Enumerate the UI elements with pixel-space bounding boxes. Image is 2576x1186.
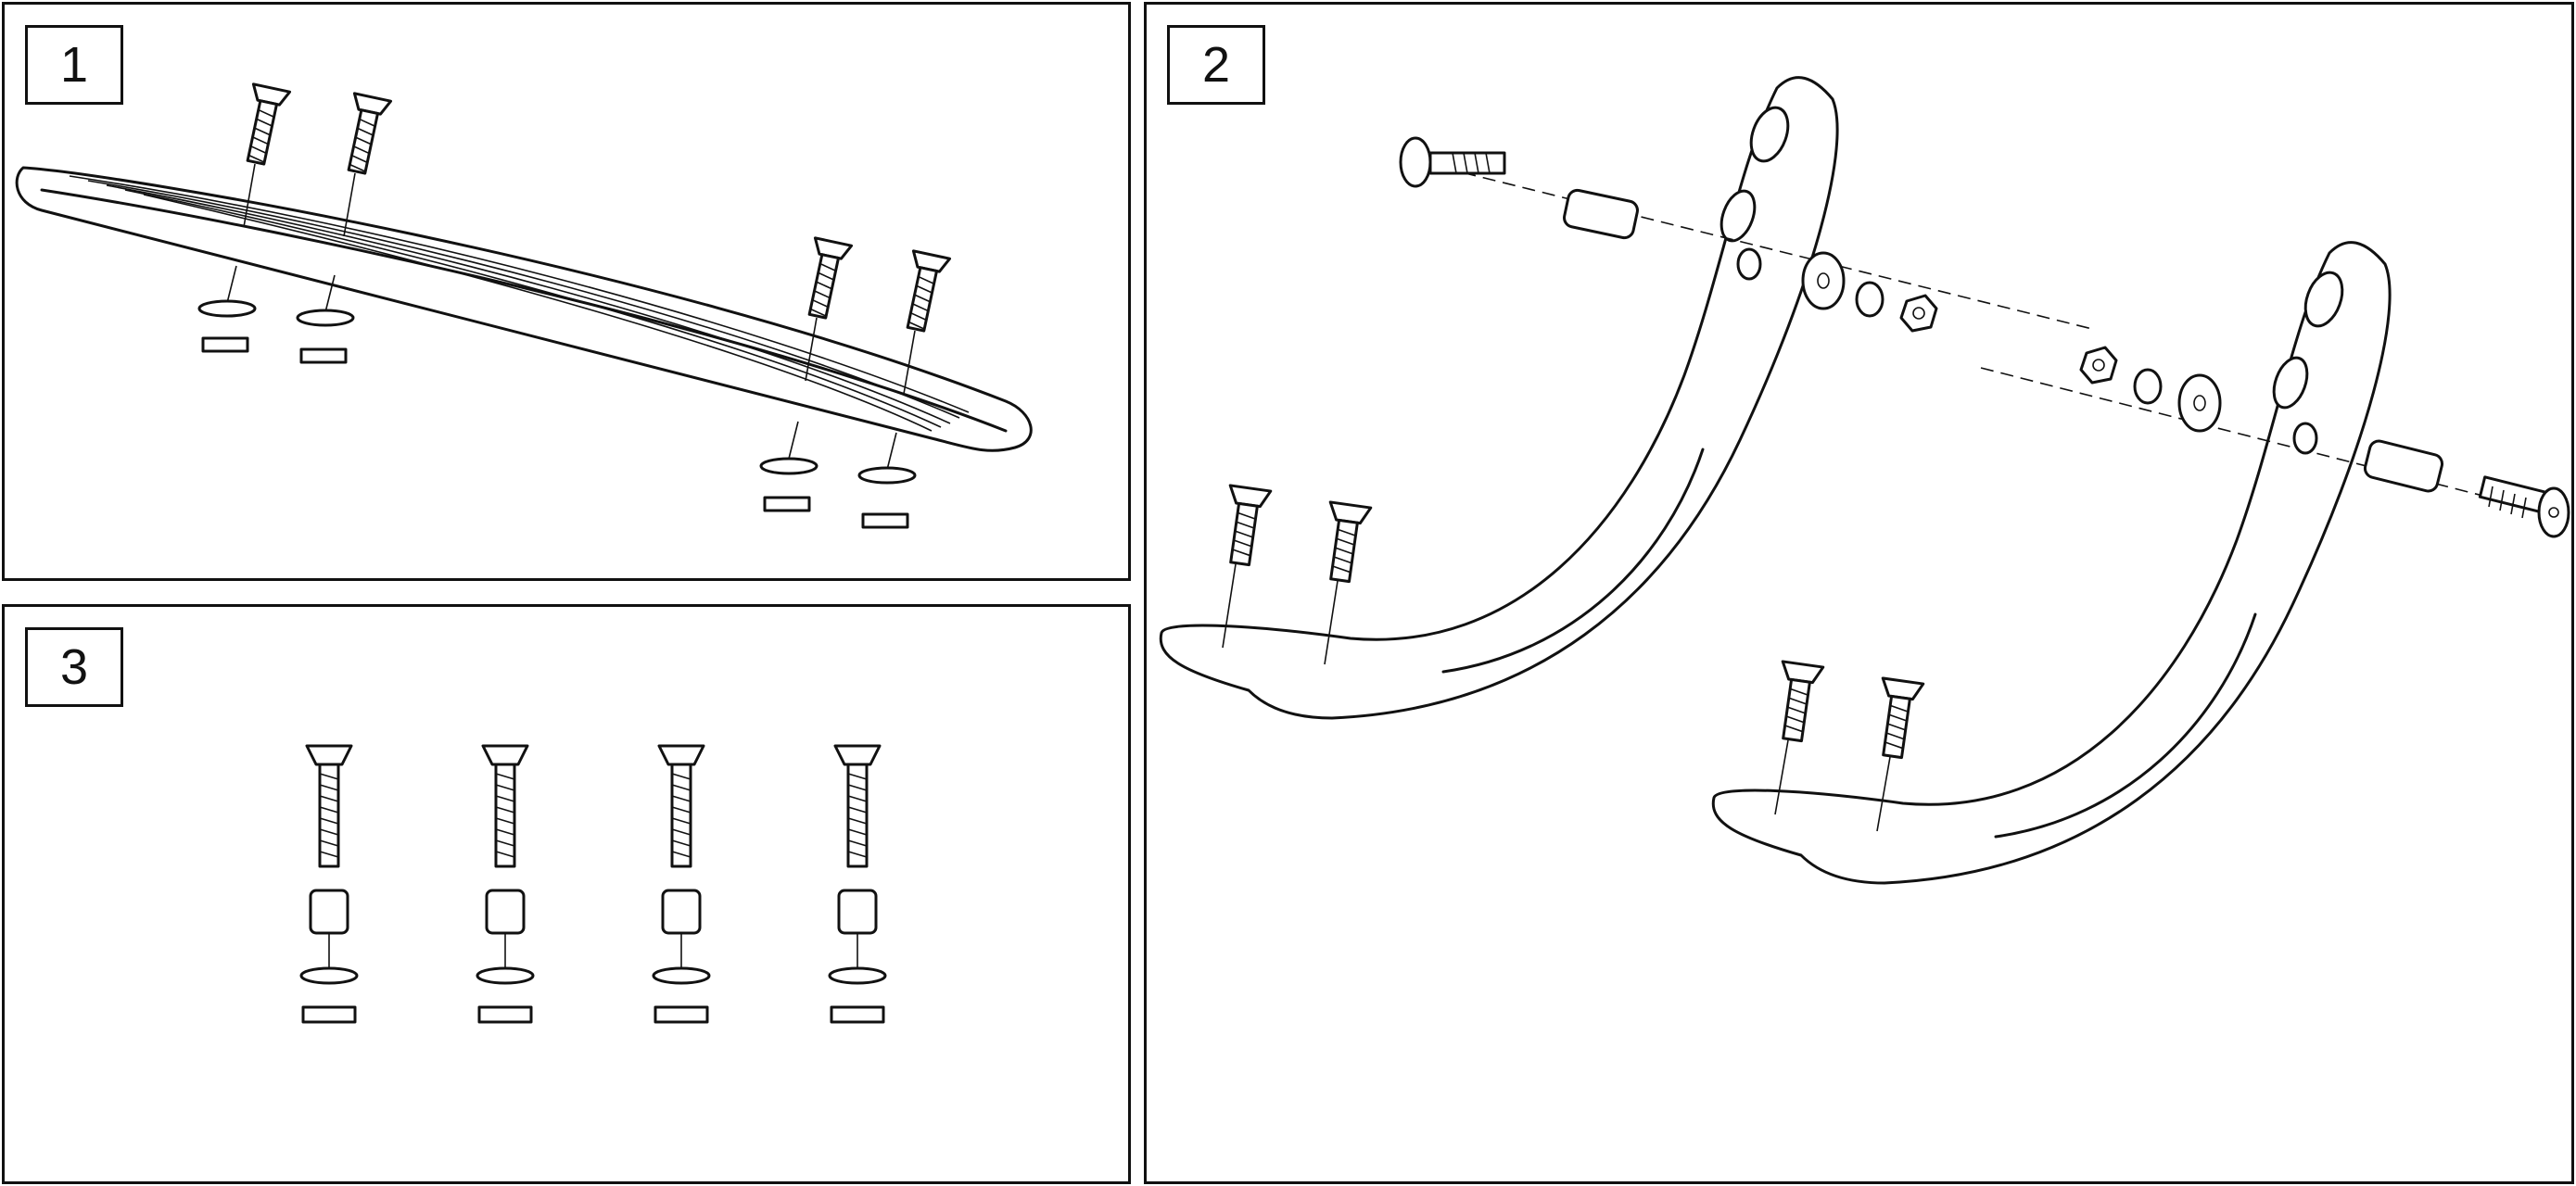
hardware-set-drawing xyxy=(299,744,887,1024)
nut-left xyxy=(1899,294,1938,333)
hanger-assembly-drawing xyxy=(1159,76,2570,885)
spacer-right xyxy=(2363,439,2444,493)
step-3-label: 3 xyxy=(25,627,123,707)
screw-1 xyxy=(246,82,292,166)
hardware-stack-1 xyxy=(299,744,359,1024)
washer-right-2 xyxy=(2177,373,2222,433)
screw-4 xyxy=(906,249,952,333)
nut-1 xyxy=(197,299,257,353)
hanger-right-screw-2 xyxy=(1881,676,1925,760)
footplate xyxy=(15,166,1033,452)
bolt-right xyxy=(2478,475,2570,538)
hardware-stack-3 xyxy=(652,744,711,1024)
hanger-left-screw-2 xyxy=(1328,500,1373,584)
step-1-label: 1 xyxy=(25,25,123,105)
washer-right-3 xyxy=(2292,422,2318,455)
screw-2 xyxy=(347,92,393,175)
hanger-right xyxy=(1711,241,2392,885)
step-2-label: 2 xyxy=(1167,25,1265,105)
step-3-panel: 3 xyxy=(2,604,1131,1184)
hardware-stack-2 xyxy=(476,744,535,1024)
nut-right xyxy=(2079,346,2118,385)
screw-3 xyxy=(807,236,854,320)
hanger-left-screw-1 xyxy=(1228,484,1273,567)
hanger-right-screw-1 xyxy=(1781,660,1825,743)
bolt-left xyxy=(1399,136,1506,188)
washer-left-1 xyxy=(1736,247,1762,281)
step-2-panel: 2 xyxy=(1144,2,2574,1184)
nut-4 xyxy=(857,466,917,529)
nut-2 xyxy=(296,309,355,364)
spacer-left xyxy=(1563,188,1639,240)
washer-left-2 xyxy=(1801,251,1846,310)
washer-left-3 xyxy=(1855,281,1884,318)
hardware-stack-4 xyxy=(828,744,887,1024)
footplate-assembly-drawing xyxy=(15,82,1033,529)
washer-right-1 xyxy=(2133,368,2163,405)
nut-3 xyxy=(759,457,818,512)
step-1-panel: 1 xyxy=(2,2,1131,581)
